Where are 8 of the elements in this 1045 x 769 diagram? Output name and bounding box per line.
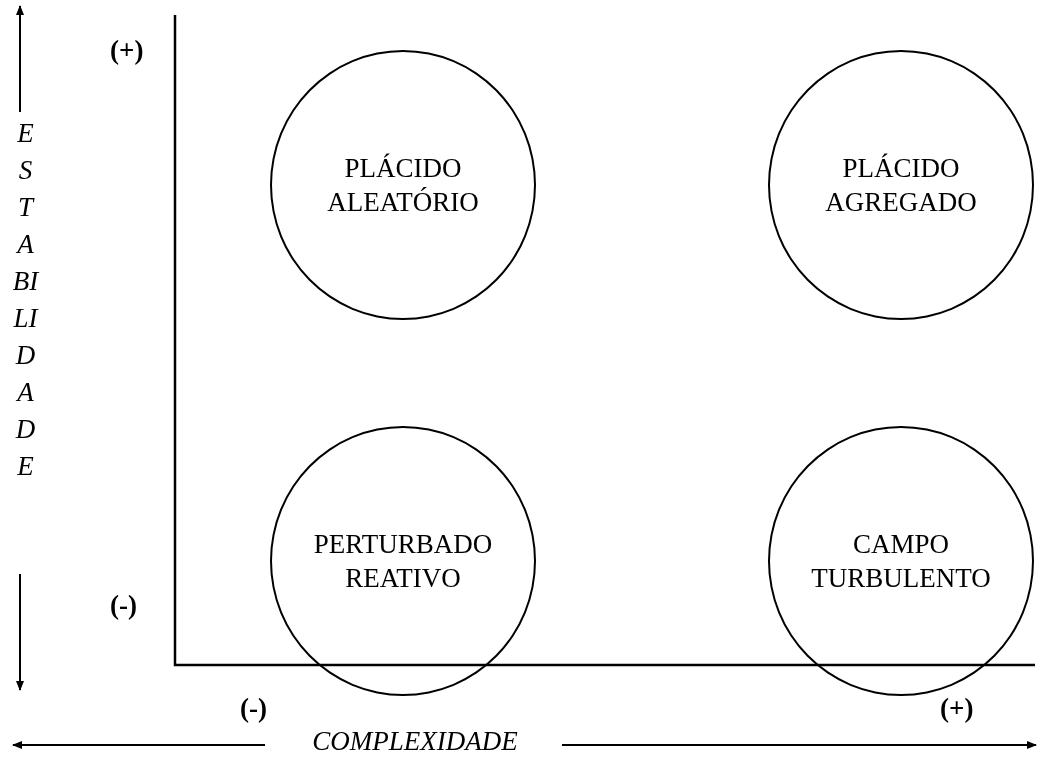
axis-end-label: (-) bbox=[110, 589, 137, 622]
quadrant-circle: PERTURBADO REATIVO bbox=[270, 426, 536, 696]
quadrant-circle: PLÁCIDO AGREGADO bbox=[768, 50, 1034, 320]
axis-end-label: (-) bbox=[240, 692, 267, 725]
quadrant-circle: CAMPO TURBULENTO bbox=[768, 426, 1034, 696]
quadrant-circle: PLÁCIDO ALEATÓRIO bbox=[270, 50, 536, 320]
axis-title: COMPLEXIDADE bbox=[311, 728, 519, 755]
axis-end-label: (+) bbox=[110, 34, 144, 67]
